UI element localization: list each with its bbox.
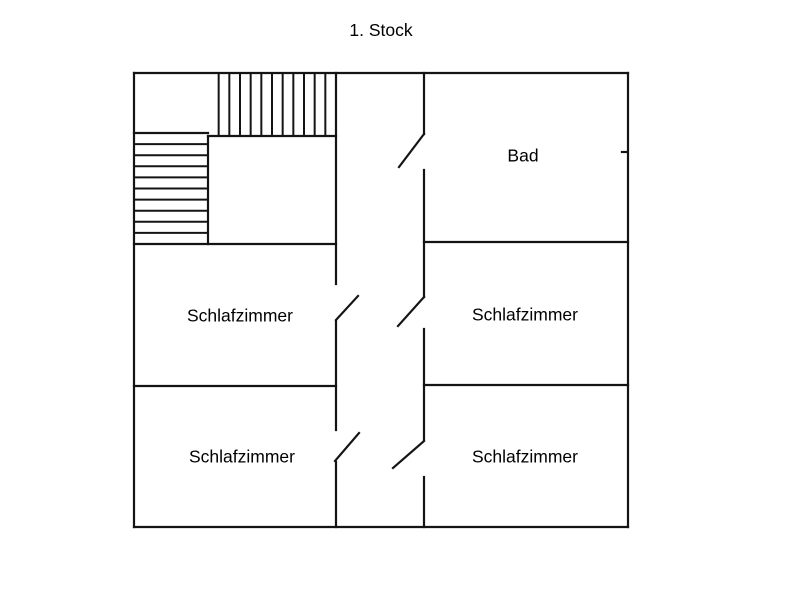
mitte-rechts-door-swing: [396, 295, 426, 328]
room-label-schlafzimmer-mitte-rechts: Schlafzimmer: [472, 304, 578, 325]
bad-door-swing: [397, 132, 426, 169]
room-label-bad: Bad: [507, 145, 539, 166]
mitte-links-door-swing: [334, 294, 360, 322]
room-label-schlafzimmer-mitte-links: Schlafzimmer: [187, 305, 293, 326]
unten-rechts-door-swing: [391, 439, 426, 470]
page-title: 1. Stock: [349, 20, 413, 40]
room-label-schlafzimmer-unten-rechts: Schlafzimmer: [472, 446, 578, 467]
room-label-schlafzimmer-unten-links: Schlafzimmer: [189, 446, 295, 467]
unten-links-door-swing: [333, 431, 361, 463]
